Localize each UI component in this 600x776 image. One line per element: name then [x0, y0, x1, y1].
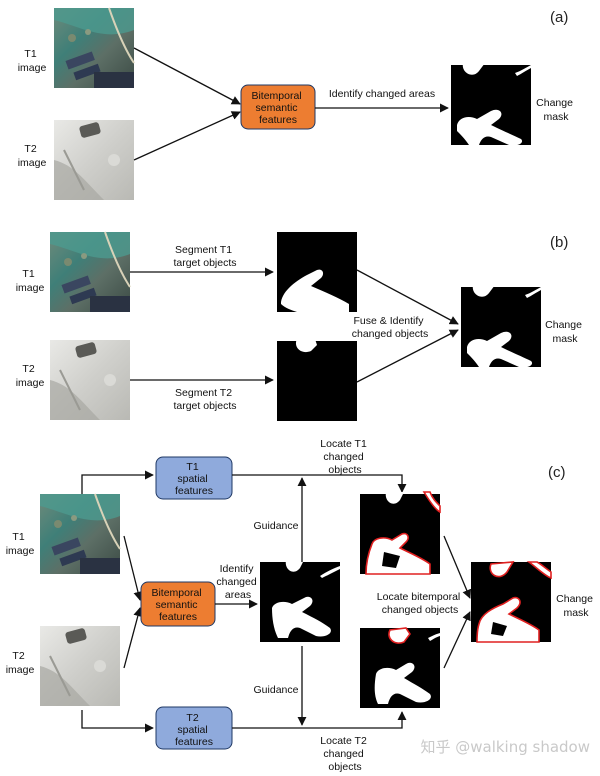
panel-c-t2-located-mask — [359, 627, 441, 709]
panel-a-arrow-t2 — [133, 111, 241, 161]
panel-b-tag: (b) — [550, 234, 568, 251]
panel-b-seg1-label: Segment T1 target objects — [173, 244, 236, 269]
panel-b-arrow-fuse2 — [356, 329, 459, 383]
panel-a-semantic-box — [240, 84, 316, 130]
panel-b-seg2-label: Segment T2 target objects — [173, 387, 236, 412]
panel-b-t1-mask — [277, 232, 357, 312]
panel-a-t2-image — [53, 119, 135, 201]
panel-a: (a) T1 image T2 image Bitemporal semanti… — [18, 7, 576, 201]
panel-c-arrow-locate-t1 — [232, 474, 407, 493]
panel-a-change-mask — [451, 63, 531, 146]
panel-b-t1-label: T1 image — [16, 268, 45, 294]
panel-a-t1-image — [53, 7, 135, 89]
panel-c-t1-image — [39, 493, 121, 575]
panel-c-arrow-t2-spatial — [81, 710, 154, 733]
panel-a-t2-label: T2 image — [18, 143, 47, 169]
panel-b-t1-image — [49, 231, 131, 313]
panel-c-change-area-mask — [260, 560, 340, 642]
panel-a-tag: (a) — [550, 9, 568, 26]
panel-c-t1-located-mask — [359, 491, 441, 575]
panel-c-guidance-bottom-label: Guidance — [254, 684, 299, 696]
panel-c-arrow-t1-spatial — [81, 470, 154, 494]
panel-c-arrow-t2-semantic — [123, 607, 143, 669]
panel-c-arrow-fuse1 — [443, 535, 472, 599]
panel-a-t1-label: T1 image — [18, 48, 47, 74]
panel-a-arrow-t1 — [133, 47, 241, 105]
panel-c-t2-spatial-box-label: T2 spatial features — [175, 712, 213, 748]
panel-a-arrow-label: Identify changed areas — [329, 88, 435, 100]
panel-c-locate-bi-label: Locate bitemporal changed objects — [377, 591, 463, 616]
panel-c-arrow-t1-semantic — [123, 535, 143, 601]
panel-c-change-mask — [470, 561, 552, 643]
panel-c-guidance-top-label: Guidance — [254, 520, 299, 532]
panel-c-tag: (c) — [548, 464, 566, 481]
panel-c-t2-image — [39, 625, 121, 707]
panel-c-t1-spatial-box-label: T1 spatial features — [175, 461, 213, 497]
panel-b-change-mask — [461, 285, 541, 368]
panel-c-t1-label: T1 image — [6, 531, 35, 557]
panel-c-t1-spatial-box — [155, 456, 233, 500]
panel-c-output-label: Change mask — [556, 593, 596, 619]
watermark: 知乎 @walking shadow — [420, 738, 590, 756]
panel-b-t2-image — [49, 339, 131, 421]
panel-a-output-label: Change mask — [536, 97, 576, 123]
panel-c-locate-t1-label: Locate T1 changed objects — [320, 438, 369, 476]
panel-b-t2-mask — [277, 339, 357, 421]
panel-b-output-label: Change mask — [545, 319, 585, 345]
panel-b: (b) T1 image T2 image Segment T1 target … — [16, 231, 585, 421]
panel-c-arrow-locate-t2 — [232, 711, 407, 729]
panel-c-identify-label: Identify changed areas — [216, 563, 259, 601]
panel-b-arrow-fuse1 — [356, 269, 459, 325]
panel-a-semantic-box-label: Bitemporal semantic features — [251, 90, 304, 126]
panel-c-locate-t2-label: Locate T2 changed objects — [320, 735, 369, 773]
panel-c-t2-label: T2 image — [6, 650, 35, 676]
panel-c-arrow-fuse2 — [443, 611, 471, 669]
panel-c-semantic-box-label: Bitemporal semantic features — [151, 587, 204, 623]
panel-b-fuse-label: Fuse & Identify changed objects — [352, 315, 428, 340]
panel-b-t2-label: T2 image — [16, 363, 45, 389]
panel-c: (c) T1 image T2 image T1 spatial feature… — [6, 438, 596, 773]
